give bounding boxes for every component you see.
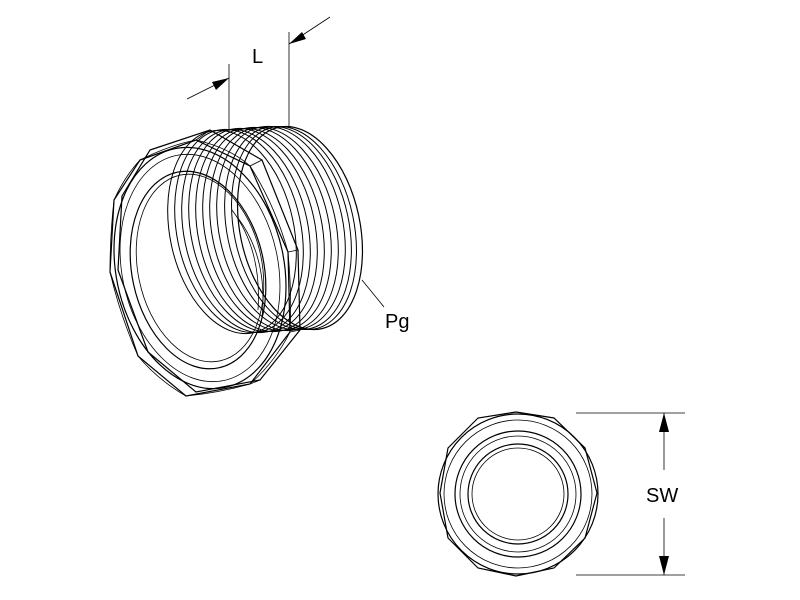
front-view: SW (437, 411, 685, 577)
thread-callout: Pg (361, 279, 409, 333)
front-view-hex (439, 411, 598, 577)
threaded-shank (167, 125, 364, 335)
wrench-size-dimension: SW (576, 412, 685, 576)
length-dimension: L (186, 16, 331, 132)
hex-nut (109, 129, 301, 397)
length-label: L (252, 46, 263, 68)
thread-label: Pg (385, 311, 409, 333)
isometric-view: L Pg (109, 16, 409, 397)
wrench-size-label: SW (646, 485, 678, 507)
